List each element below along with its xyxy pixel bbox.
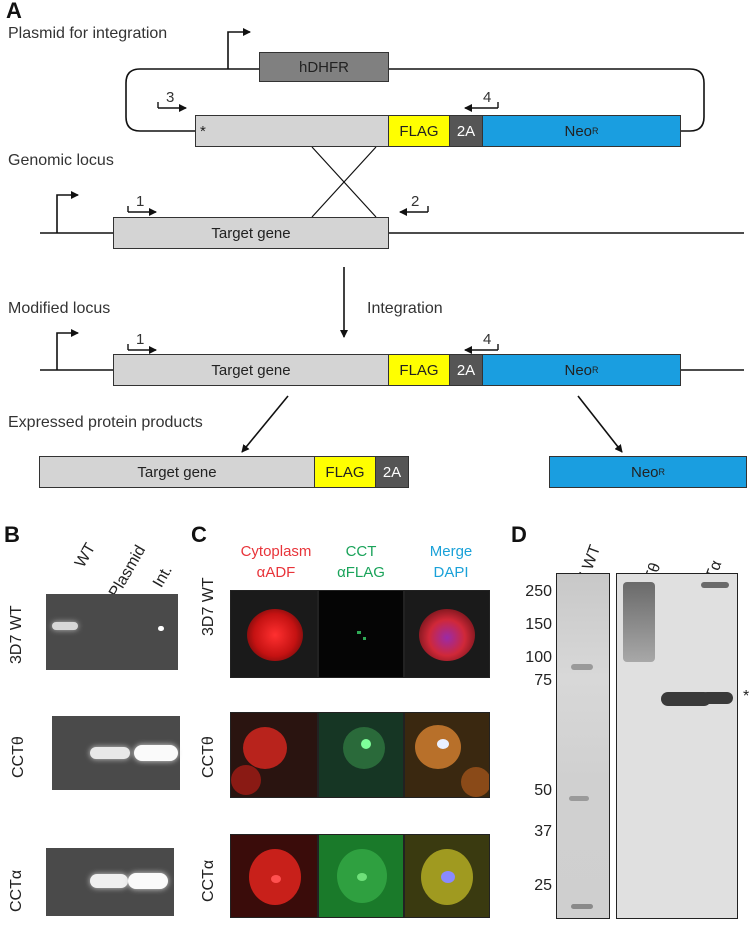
plasmid-flag-label: FLAG <box>399 122 439 140</box>
micro-wt-flag <box>318 590 404 678</box>
genomic-locus-label: Genomic locus <box>8 152 114 169</box>
plasmid-2a-label: 2A <box>456 122 476 140</box>
gel-row-cct-theta: CCTθ <box>10 736 27 778</box>
panel-c-label: C <box>191 522 207 547</box>
modified-2a-label: 2A <box>456 361 476 379</box>
modified-target-gene-label: Target gene <box>211 361 291 379</box>
marker-37: 37 <box>534 823 552 840</box>
primer-4-label: 4 <box>483 89 492 106</box>
channel-flag-line1: CCT <box>345 543 377 560</box>
channel-adf-line1: Cytoplasm <box>240 543 312 560</box>
channel-merge-line1: Merge <box>429 543 473 560</box>
plasmid-neo-sup: R <box>592 126 599 136</box>
gel-cct-theta <box>52 716 180 790</box>
primer-4-label-modified: 4 <box>483 331 492 348</box>
panel-b-label: B <box>4 522 20 547</box>
marker-150: 150 <box>525 616 552 633</box>
gel-column-int: Int. <box>150 562 176 591</box>
micro-alpha-merge <box>404 834 490 918</box>
primer-1-label-modified: 1 <box>136 331 145 348</box>
modified-2a-box: 2A <box>449 354 483 386</box>
modified-locus-label: Modified locus <box>8 300 111 317</box>
micro-wt-adf <box>230 590 318 678</box>
gel-column-plasmid: Plasmid <box>106 542 150 601</box>
micro-alpha-flag <box>318 834 404 918</box>
product-2a-box: 2A <box>375 456 409 488</box>
plasmid-star: * <box>200 122 206 140</box>
expressed-products-label: Expressed protein products <box>8 414 203 431</box>
gel-3d7-wt <box>46 594 178 670</box>
plasmid-neo-label: Neo <box>564 122 593 140</box>
product-target-gene-box: Target gene <box>39 456 315 488</box>
integration-label: Integration <box>367 300 443 317</box>
modified-target-gene-box: Target gene <box>113 354 389 386</box>
gel-row-3d7-wt: 3D7 WT <box>8 605 25 664</box>
genomic-target-gene-box: Target gene <box>113 217 389 249</box>
product-flag-label: FLAG <box>325 463 365 481</box>
modified-flag-label: FLAG <box>399 361 439 379</box>
plasmid-2a-box: 2A <box>449 115 483 147</box>
genomic-target-gene-label: Target gene <box>211 224 291 242</box>
marker-25: 25 <box>534 877 552 894</box>
modified-neo-sup: R <box>592 365 599 375</box>
marker-50: 50 <box>534 782 552 799</box>
micro-row-cct-theta: CCTθ <box>200 736 217 778</box>
primer-2-label: 2 <box>411 193 420 210</box>
channel-adf-line2: αADF <box>256 564 296 581</box>
channel-header-flag: CCT αFLAG <box>316 541 406 583</box>
product-2a-label: 2A <box>382 463 402 481</box>
channel-header-adf: Cytoplasm αADF <box>226 541 326 583</box>
gel-column-wt: WT <box>72 540 100 571</box>
modified-flag-box: FLAG <box>388 354 450 386</box>
product-neo-sup: R <box>658 467 666 477</box>
micro-row-cct-alpha: CCTα <box>200 859 217 902</box>
channel-merge-line2: DAPI <box>433 564 469 581</box>
product-flag-box: FLAG <box>314 456 376 488</box>
channel-flag-line2: αFLAG <box>337 564 385 581</box>
hdhfr-box: hDHFR <box>259 52 389 82</box>
panel-d-label: D <box>511 522 527 547</box>
primer-3-label: 3 <box>166 89 175 106</box>
product-target-gene-label: Target gene <box>137 463 217 481</box>
plasmid-flag-box: FLAG <box>388 115 450 147</box>
micro-alpha-adf <box>230 834 318 918</box>
micro-theta-merge <box>404 712 490 798</box>
plasmid-homology-box: * <box>195 115 389 147</box>
micro-theta-adf <box>230 712 318 798</box>
gel-row-cct-alpha: CCTα <box>8 869 25 912</box>
product-neo-label: Neo <box>630 463 659 481</box>
marker-250: 250 <box>525 583 552 600</box>
micro-row-3d7-wt: 3D7 WT <box>200 577 217 636</box>
primer-1-label: 1 <box>136 193 145 210</box>
panel-a-label: A <box>6 0 22 23</box>
channel-header-merge: Merge DAPI <box>406 541 496 583</box>
gel-cct-alpha <box>46 848 174 916</box>
micro-theta-flag <box>318 712 404 798</box>
blot-wt-strip <box>556 573 610 919</box>
blot-cct-strip <box>616 573 738 919</box>
marker-100: 100 <box>525 649 552 666</box>
plasmid-label: Plasmid for integration <box>8 25 168 42</box>
hdhfr-label: hDHFR <box>298 58 349 76</box>
modified-neo-label: Neo <box>564 361 593 379</box>
blot-band-star: * <box>743 688 750 705</box>
micro-wt-merge <box>404 590 490 678</box>
marker-75: 75 <box>534 672 552 689</box>
